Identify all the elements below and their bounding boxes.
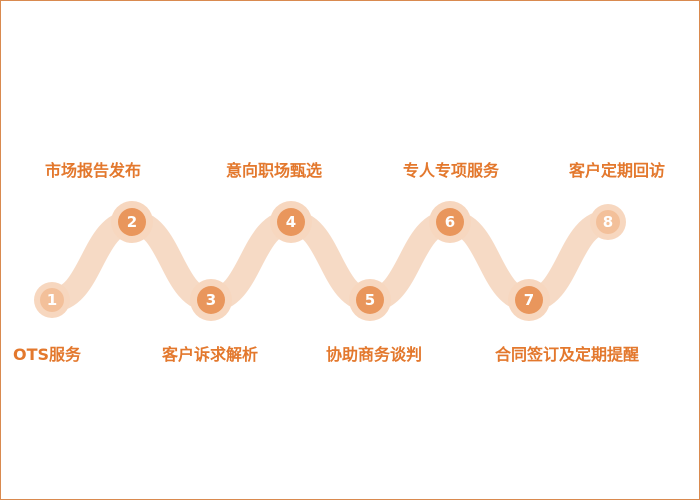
step-node-core — [40, 288, 64, 312]
step-number: 1 — [47, 291, 57, 309]
step-nodes: 1 2 3 4 5 6 7 8 — [34, 201, 626, 321]
step-node-1: 1 — [34, 282, 70, 318]
step-number: 4 — [286, 213, 296, 231]
step-node-core — [277, 208, 305, 236]
step-number: 6 — [445, 213, 455, 231]
step-label-6: 专人专项服务 — [403, 161, 500, 180]
step-node-4: 4 — [270, 201, 312, 243]
step-label-7: 合同签订及定期提醒 — [495, 345, 639, 364]
step-node-7: 7 — [508, 279, 550, 321]
step-node-core — [197, 286, 225, 314]
step-number: 3 — [206, 291, 216, 309]
step-node-core — [118, 208, 146, 236]
step-node-3: 3 — [190, 279, 232, 321]
step-label-5: 协助商务谈判 — [326, 345, 422, 364]
step-label-2: 市场报告发布 — [45, 161, 141, 180]
step-number: 7 — [524, 291, 534, 309]
step-number: 5 — [365, 291, 375, 309]
step-label-3: 客户诉求解析 — [162, 345, 258, 364]
step-number: 2 — [127, 213, 137, 231]
step-node-core — [356, 286, 384, 314]
step-node-core — [436, 208, 464, 236]
step-number: 8 — [603, 213, 613, 231]
step-node-2: 2 — [111, 201, 153, 243]
step-label-1: OTS服务 — [13, 345, 82, 364]
step-node-8: 8 — [590, 204, 626, 240]
step-node-6: 6 — [429, 201, 471, 243]
step-node-core — [515, 286, 543, 314]
step-node-5: 5 — [349, 279, 391, 321]
step-label-4: 意向职场甄选 — [226, 161, 322, 180]
step-label-8: 客户定期回访 — [569, 161, 665, 180]
step-node-core — [596, 210, 620, 234]
